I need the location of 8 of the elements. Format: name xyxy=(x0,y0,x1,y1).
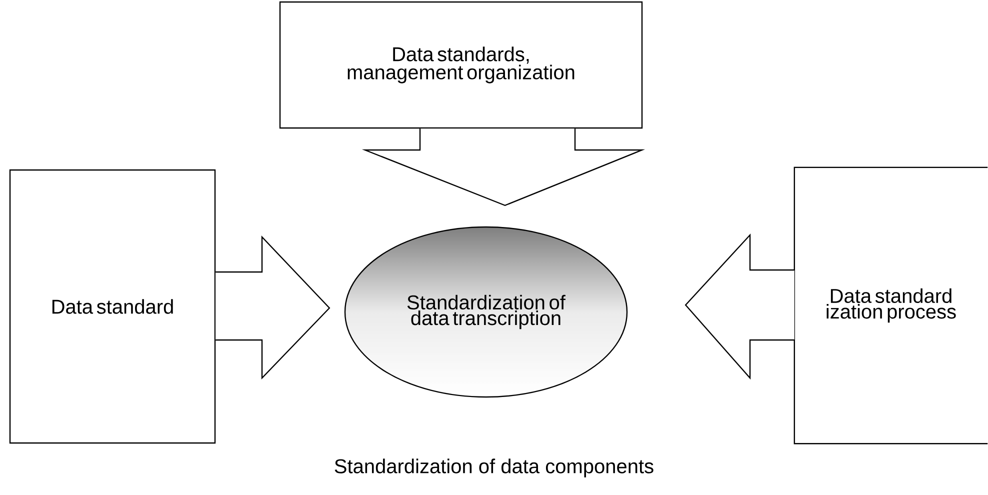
callout-box: Data standard xyxy=(9,169,216,444)
block-arrow xyxy=(684,233,795,380)
callout-box: Data standard ization process xyxy=(794,166,988,444)
block-arrow xyxy=(215,236,330,380)
block-arrow xyxy=(362,128,646,206)
callout-box: Data standards, management organization xyxy=(279,1,643,129)
ellipse-node: Standardization of data transcription xyxy=(344,226,628,398)
caption: Standardization of data components xyxy=(334,458,654,478)
